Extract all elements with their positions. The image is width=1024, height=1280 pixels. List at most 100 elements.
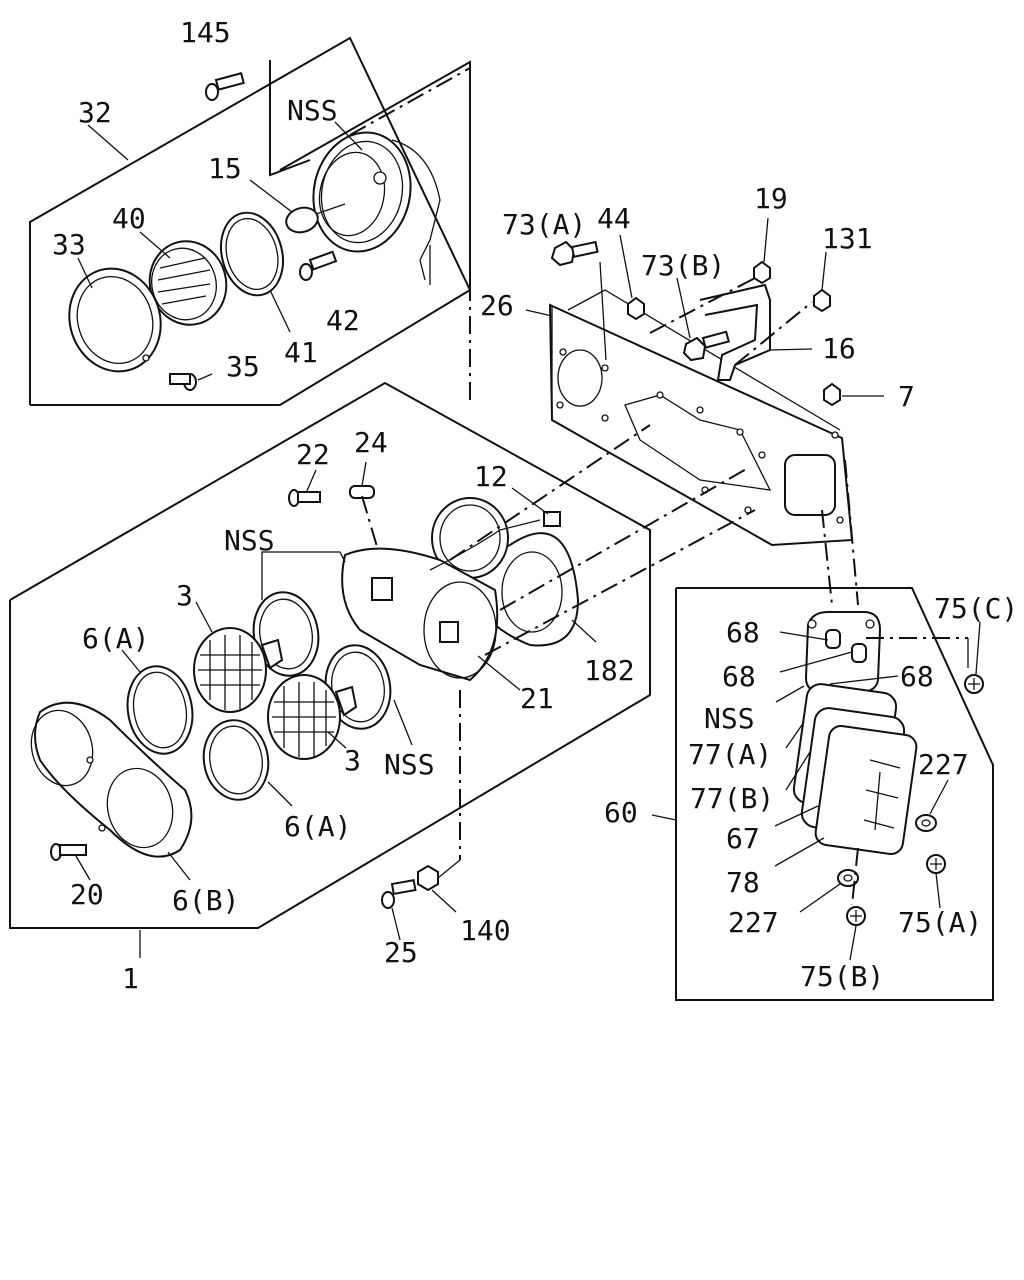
screw-20: [50, 843, 87, 861]
label-25: 25: [384, 936, 418, 969]
bulb-15: [285, 203, 346, 234]
leader-227-upper: [929, 779, 949, 815]
label-3-lower: 3: [344, 744, 361, 777]
label-182: 182: [584, 654, 635, 687]
label-227-lower: 227: [728, 906, 779, 939]
group-1-frame: [9, 381, 651, 929]
label-32: 32: [78, 96, 112, 129]
leader-21: [477, 655, 521, 691]
label-145: 145: [180, 16, 231, 49]
label-6a-upper: 6(A): [82, 622, 149, 655]
leader-67: [774, 805, 819, 827]
axis-line-60b: [844, 459, 859, 606]
bracket-end-pad: [784, 454, 836, 516]
bracket-hole-large: [557, 349, 603, 407]
leader-nss-mid: [261, 551, 346, 563]
label-73a: 73(A): [502, 208, 586, 241]
label-6a-lower: 6(A): [284, 810, 351, 843]
label-33: 33: [52, 228, 86, 261]
label-140: 140: [460, 914, 511, 947]
leader-24: [361, 461, 367, 487]
leader-73b: [676, 277, 691, 339]
group-32-lamp-assembly: 145 32 NSS 15 40 33 42 41 35: [29, 16, 471, 406]
label-nss-mid: NSS: [224, 524, 275, 557]
label-41: 41: [284, 336, 318, 369]
axis-line-bolt-b: [649, 277, 756, 334]
label-78: 78: [726, 866, 760, 899]
label-nss-right: NSS: [704, 702, 755, 735]
label-60: 60: [604, 796, 638, 829]
label-75a: 75(A): [898, 906, 982, 939]
sealed-beam-3-lower: [267, 674, 358, 760]
label-19: 19: [754, 182, 788, 215]
leader-140: [431, 889, 457, 913]
axis-line-131: [734, 301, 813, 366]
leader-26: [525, 309, 553, 317]
label-131: 131: [822, 222, 873, 255]
leader-68b: [779, 651, 853, 673]
label-3-upper: 3: [176, 579, 193, 612]
label-42: 42: [326, 304, 360, 337]
leader-182: [571, 619, 597, 643]
connector-12: [543, 511, 561, 527]
label-75b: 75(B): [800, 960, 884, 993]
screw-22: [288, 489, 321, 507]
leader-75b: [849, 925, 857, 961]
bracket-cutout: [624, 394, 772, 491]
leader-227-lower: [799, 883, 841, 913]
leader-75a: [935, 872, 941, 909]
leader-3-upper: [195, 601, 213, 633]
leader-77a: [785, 721, 805, 749]
label-68-b: 68: [722, 660, 756, 693]
leader-68a: [779, 631, 829, 641]
label-77b: 77(B): [690, 782, 774, 815]
bezel-6b: [30, 701, 193, 858]
bezel-33: [68, 267, 162, 373]
leader-12: [511, 487, 549, 515]
leader-6b: [167, 851, 191, 881]
leader-3-lower: [327, 731, 347, 749]
screw-35: [169, 373, 197, 391]
leader-25: [391, 907, 401, 941]
label-73b: 73(B): [641, 249, 725, 282]
leader-nss-top: [334, 121, 363, 151]
label-68-a: 68: [726, 616, 760, 649]
bolt-73b: [682, 330, 730, 362]
leader-68c: [829, 675, 899, 685]
leader-73a: [599, 261, 607, 361]
label-15: 15: [208, 152, 242, 185]
screw-75b: [846, 906, 866, 926]
sealed-beam-3-upper: [193, 627, 284, 713]
label-12: 12: [474, 460, 508, 493]
label-26: 26: [480, 289, 514, 322]
bolt-73a: [550, 240, 599, 267]
leader-35: [197, 373, 213, 381]
lens-67: [814, 725, 918, 855]
leader-20: [75, 855, 91, 881]
leader-75c: [975, 621, 981, 675]
label-24: 24: [354, 426, 388, 459]
group-32-frame-left: [29, 36, 471, 405]
screw-75c: [964, 674, 984, 694]
leader-15: [249, 179, 293, 213]
label-35: 35: [226, 350, 260, 383]
leader-78: [774, 837, 825, 867]
leader-60: [651, 814, 677, 821]
group-32-bracket-line: [269, 60, 311, 177]
housing-back-plate: [341, 511, 561, 682]
nut-19: [753, 260, 771, 285]
leader-nss-low: [393, 699, 413, 746]
label-40: 40: [112, 202, 146, 235]
leader-131: [821, 251, 827, 291]
axis-line-60a: [821, 509, 833, 606]
label-nss-top: NSS: [287, 94, 338, 127]
leader-22: [305, 469, 317, 494]
label-20: 20: [70, 878, 104, 911]
leader-44: [619, 234, 633, 299]
screw-42: [299, 250, 338, 281]
group-1-twin-lamp: 22 24 12 NSS 3 6(A) 182 21 3 NSS 6(A) 20…: [9, 290, 756, 995]
label-227-upper: 227: [918, 748, 969, 781]
leader-19: [763, 217, 769, 263]
gasket-41: [220, 211, 284, 297]
leader-6a-lower: [267, 781, 293, 807]
